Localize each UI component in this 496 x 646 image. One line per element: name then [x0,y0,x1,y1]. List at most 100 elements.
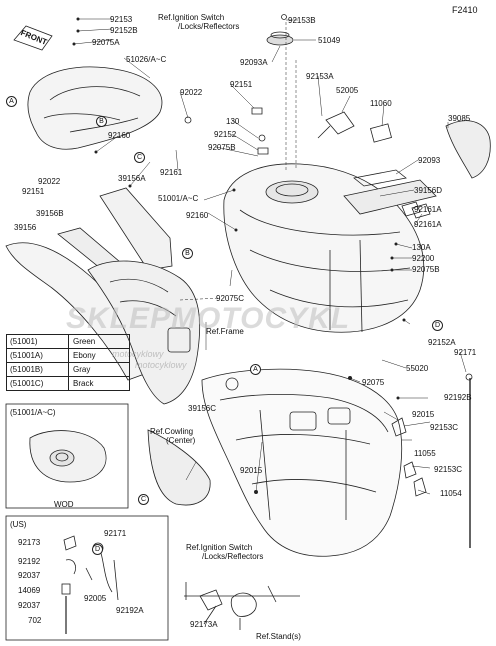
part-92015-b: 92015 [240,466,263,475]
part-39156A: 39156A [118,174,146,183]
color-row: (51001B) Gray [7,363,129,377]
part-39156B: 39156B [36,209,64,218]
color-name: Green [73,337,96,346]
pad-39085 [445,120,491,179]
ref-cowling-2: (Center) [166,436,196,445]
us-part-92173: 92173 [18,538,41,547]
part-92153: 92153 [110,15,133,24]
inset-wod-caption: WOD [54,500,74,509]
watermark-tagline-2: motocyklowy [135,360,187,370]
pad-39156A [99,187,173,271]
part-92075: 92075 [362,378,385,387]
us-part-92037-b: 92037 [18,601,41,610]
part-39085: 39085 [448,114,471,123]
part-92152B: 92152B [110,26,138,35]
watermark-tagline-1: motocyklowy [112,349,164,359]
part-92152: 92152 [214,130,237,139]
part-92153C-1: 92153C [430,423,459,432]
color-row: (51001) Green [7,335,129,349]
part-92093A: 92093A [240,58,268,67]
callout-d-right: D [432,320,443,331]
part-92151-b: 92151 [22,187,45,196]
part-92160-a: 92160 [108,131,131,140]
color-row: (51001C) Brack [7,377,129,390]
part-92151-a: 92151 [230,80,253,89]
color-row: (51001A) Ebony [7,349,129,363]
part-92022-a: 92022 [180,88,203,97]
front-arrow-icon [13,25,53,51]
ref-ignition-top-1: Ref.Ignition Switch [158,13,225,22]
part-92161A-1: 92161A [414,205,442,214]
us-part-92192A: 92192A [116,606,144,615]
ref-cowling-1: Ref.Cowling [150,427,194,436]
callout-c-lower: C [138,494,149,505]
cowling-center [147,429,211,506]
part-92015-a: 92015 [412,410,435,419]
ref-frame: Ref.Frame [206,327,244,336]
part-92173A: 92173A [190,620,218,629]
part-92161: 92161 [160,168,183,177]
color-code: (51001B) [7,363,69,376]
color-name: Gray [73,365,91,374]
part-92075B-top: 92075B [208,143,236,152]
part-52005: 52005 [336,86,359,95]
part-130A: 130A [412,243,431,252]
ref-ignition-top-2: /Locks/Reflectors [178,22,240,31]
part-92153C-2: 92153C [434,465,463,474]
callout-a-mid: A [250,364,261,375]
color-code: (51001A) [7,349,69,362]
callout-b-mid: B [182,248,193,259]
part-51001: 51001/A~C [158,194,199,203]
pad-39156D [343,179,437,215]
part-92200: 92200 [412,254,435,263]
part-130: 130 [226,117,240,126]
part-92161A-2: 92161A [414,220,442,229]
color-code: (51001) [7,335,69,348]
part-92153A: 92153A [306,72,334,81]
part-51026: 51026/A~C [126,55,167,64]
part-55020: 55020 [406,364,429,373]
callout-b-top: B [96,116,107,127]
part-92075C: 92075C [216,294,245,303]
us-part-92037-a: 92037 [18,571,41,580]
us-part-92192: 92192 [18,557,41,566]
color-name: Ebony [73,351,96,360]
ref-ignition-bottom-1: Ref.Ignition Switch [186,543,253,552]
us-part-702: 702 [28,616,42,625]
inset-wod-title: (51001/A~C) [10,408,56,417]
part-11055: 11055 [414,449,436,458]
part-51049: 51049 [318,36,341,45]
part-92075A: 92075A [92,38,120,47]
inset-us-title: (US) [10,520,27,529]
watermark-brand: SKLEPMOTOCYKL [66,302,351,335]
color-table: (51001) Green (51001A) Ebony (51001B) Gr… [6,334,130,391]
callout-a-left: A [6,96,17,107]
callout-c-top: C [134,152,145,163]
part-92153B: 92153B [288,16,316,25]
part-92160-b: 92160 [186,211,209,220]
part-39156: 39156 [14,223,37,232]
us-part-14069: 14069 [18,586,41,595]
part-92022-b: 92022 [38,177,61,186]
part-92171: 92171 [454,348,477,357]
frame [201,368,403,557]
part-92093: 92093 [418,156,441,165]
us-part-92005: 92005 [84,594,107,603]
part-11054: 11054 [440,489,462,498]
ref-ignition-bottom-2: /Locks/Reflectors [202,552,264,561]
us-part-92171: 92171 [104,529,127,538]
part-39156C: 39156C [188,404,217,413]
pad-39156C [87,260,201,405]
side-cover-51026 [27,66,163,150]
part-39156D: 39156D [414,186,443,195]
callout-d-inset: D [92,544,103,555]
part-92152A: 92152A [428,338,456,347]
fuel-cap-51049 [266,34,294,46]
part-92075B: 92075B [412,265,440,274]
color-code: (51001C) [7,377,69,390]
part-11060: 11060 [370,99,392,108]
part-92192B: 92192B [444,393,472,402]
diagram-code: F2410 [452,5,478,15]
